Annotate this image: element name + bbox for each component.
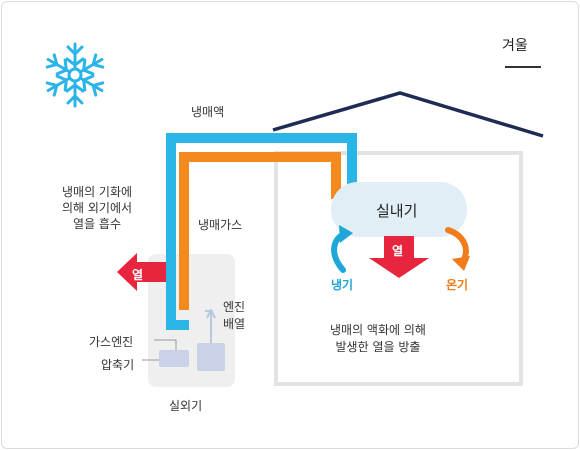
cool-air-label: 냉기 bbox=[331, 278, 354, 292]
heat-left-arrow bbox=[117, 253, 166, 291]
compressor-label: 압축기 bbox=[101, 358, 135, 372]
indoor-unit-label: 실내기 bbox=[376, 202, 418, 220]
gas-engine-label: 가스엔진 bbox=[89, 335, 134, 349]
engine-exhaust-arrow bbox=[205, 309, 216, 343]
heat-release-description: 냉매의 액화에 의해 발생한 열을 방출 bbox=[330, 323, 426, 354]
outdoor-unit-label: 실외기 bbox=[169, 399, 203, 413]
indoor-unit-body bbox=[331, 182, 467, 237]
heat-left-label: 열 bbox=[132, 268, 144, 282]
cool-air-arrow bbox=[331, 225, 353, 273]
gas-engine-leader bbox=[154, 339, 177, 350]
refrigerant-liquid-pipe bbox=[166, 133, 357, 325]
evaporation-description: 냉매의 기화에 의해 외기에서 열을 흡수 bbox=[62, 185, 133, 231]
compressor-block bbox=[159, 350, 189, 367]
house-roof bbox=[272, 91, 544, 138]
season-label: 겨울 bbox=[502, 38, 528, 54]
heat-down-label: 열 bbox=[392, 244, 404, 258]
heat-down-arrow bbox=[369, 236, 429, 278]
snowflake-icon bbox=[42, 42, 108, 108]
engine-exhaust-label: 엔진 배열 bbox=[223, 300, 246, 331]
season-underline bbox=[505, 66, 541, 68]
refrigerant-liquid-label: 냉매액 bbox=[191, 105, 225, 119]
warm-air-arrow bbox=[445, 227, 470, 271]
refrigerant-gas-label: 냉매가스 bbox=[198, 218, 243, 232]
house-wall bbox=[274, 151, 523, 386]
warm-air-label: 온기 bbox=[446, 278, 469, 292]
gas-engine-block bbox=[197, 343, 225, 371]
